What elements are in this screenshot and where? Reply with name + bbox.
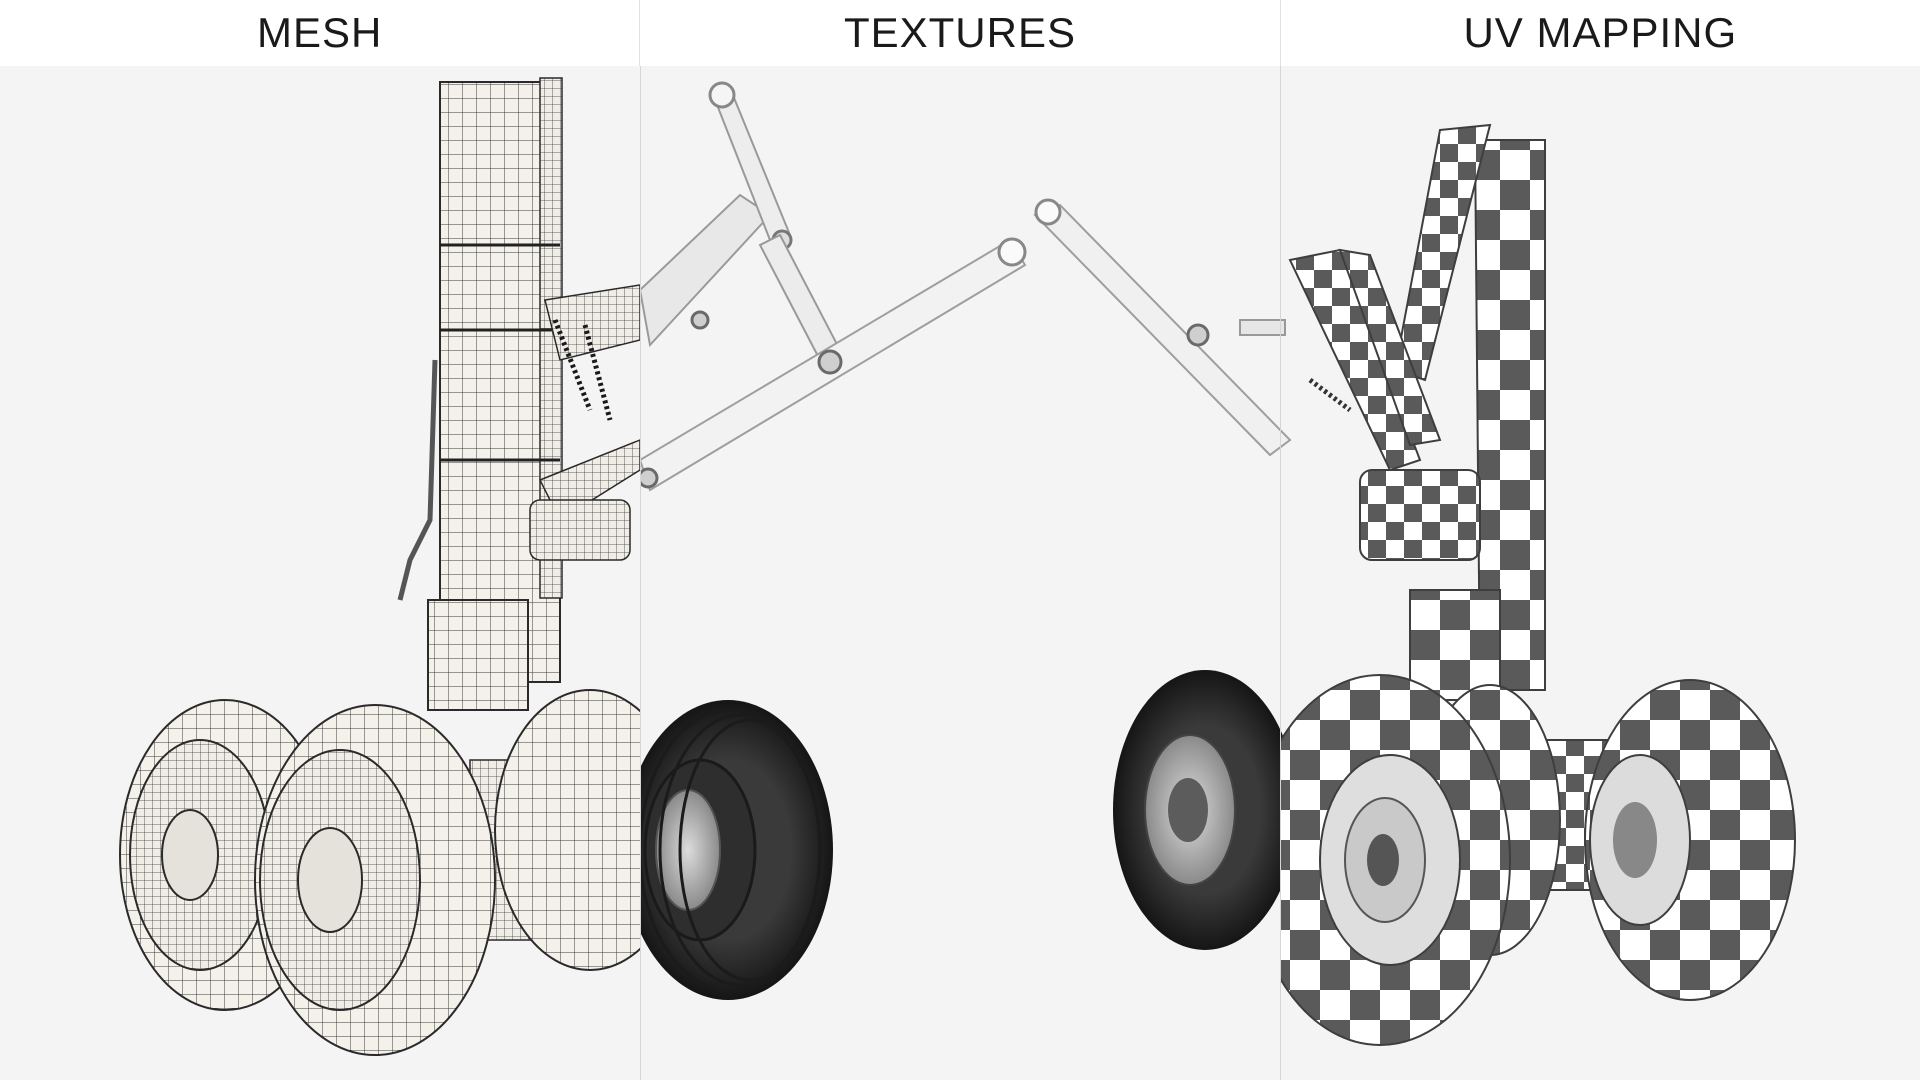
panel-header-bar: MESH TEXTURES UV MAPPING: [0, 0, 1920, 66]
panel-label-mesh: MESH: [0, 0, 641, 66]
panel-divider-2: [1280, 0, 1281, 1080]
panel-label-textures: TEXTURES: [640, 0, 1281, 66]
uv-mapping-render: [1280, 123, 1796, 1046]
panel-label-uv-mapping: UV MAPPING: [1280, 0, 1920, 66]
panel-divider-1: [640, 0, 641, 1080]
mesh-render: [119, 77, 640, 1056]
textures-render: [640, 81, 1027, 1000]
uv-textured-arm: [1033, 198, 1297, 950]
